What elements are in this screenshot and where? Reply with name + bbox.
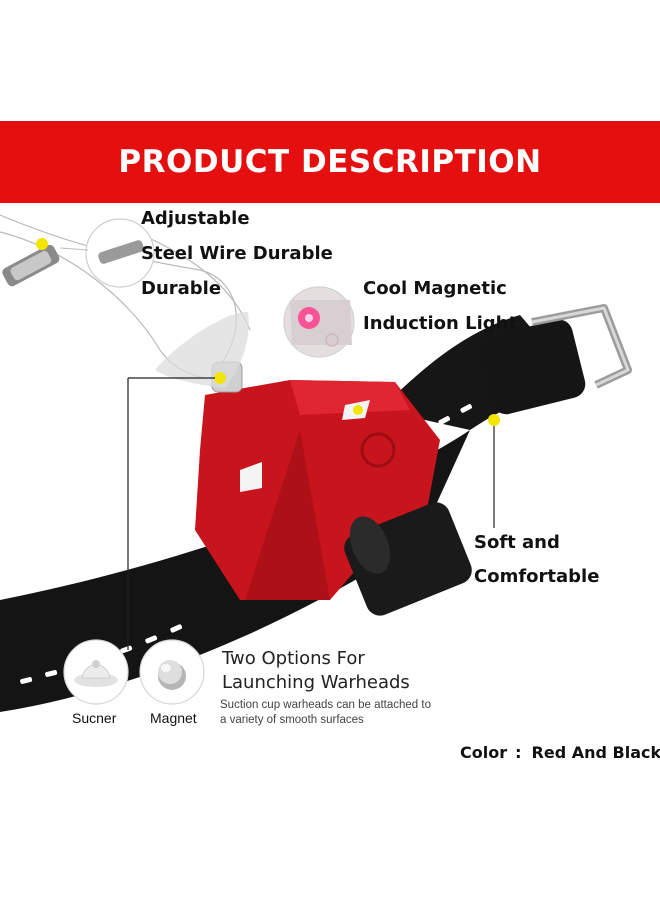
label-soft-and: Soft and <box>474 532 560 553</box>
launcher-body <box>195 361 472 616</box>
label-durable: Durable <box>141 278 222 299</box>
options-title-line1: Two Options For <box>222 648 365 669</box>
options-desc-line1: Suction cup warheads can be attached to <box>220 699 431 711</box>
sucker-label: Sucner <box>72 710 117 726</box>
options-desc-line2: a variety of smooth surfaces <box>220 714 364 726</box>
label-induction-light: Induction Light <box>363 313 518 334</box>
label-adjustable: Adjustable <box>141 208 250 229</box>
magnet-icon <box>139 639 205 705</box>
induction-light-zoom <box>283 286 355 358</box>
magnet-label: Magnet <box>150 710 197 726</box>
options-title-line2: Launching Warheads <box>222 672 410 693</box>
label-comfortable: Comfortable <box>474 566 600 587</box>
color-info: Color: Red And Black <box>460 743 660 762</box>
suction-cup-warhead <box>155 311 249 388</box>
screw-icon <box>2 238 60 287</box>
banner-title: PRODUCT DESCRIPTION <box>118 144 542 180</box>
color-separator: : <box>515 743 522 762</box>
header-banner: PRODUCT DESCRIPTION <box>0 121 660 203</box>
label-cool-magnetic: Cool Magnetic <box>363 278 507 299</box>
color-label: Color <box>460 743 508 762</box>
buckle-icon <box>531 304 632 389</box>
label-steel-wire: Steel Wire Durable <box>141 243 333 264</box>
wire-zoom-icon <box>59 218 155 288</box>
suction-cup-icon <box>63 639 129 705</box>
callout-lines <box>127 377 495 650</box>
color-value: Red And Black <box>531 743 660 762</box>
